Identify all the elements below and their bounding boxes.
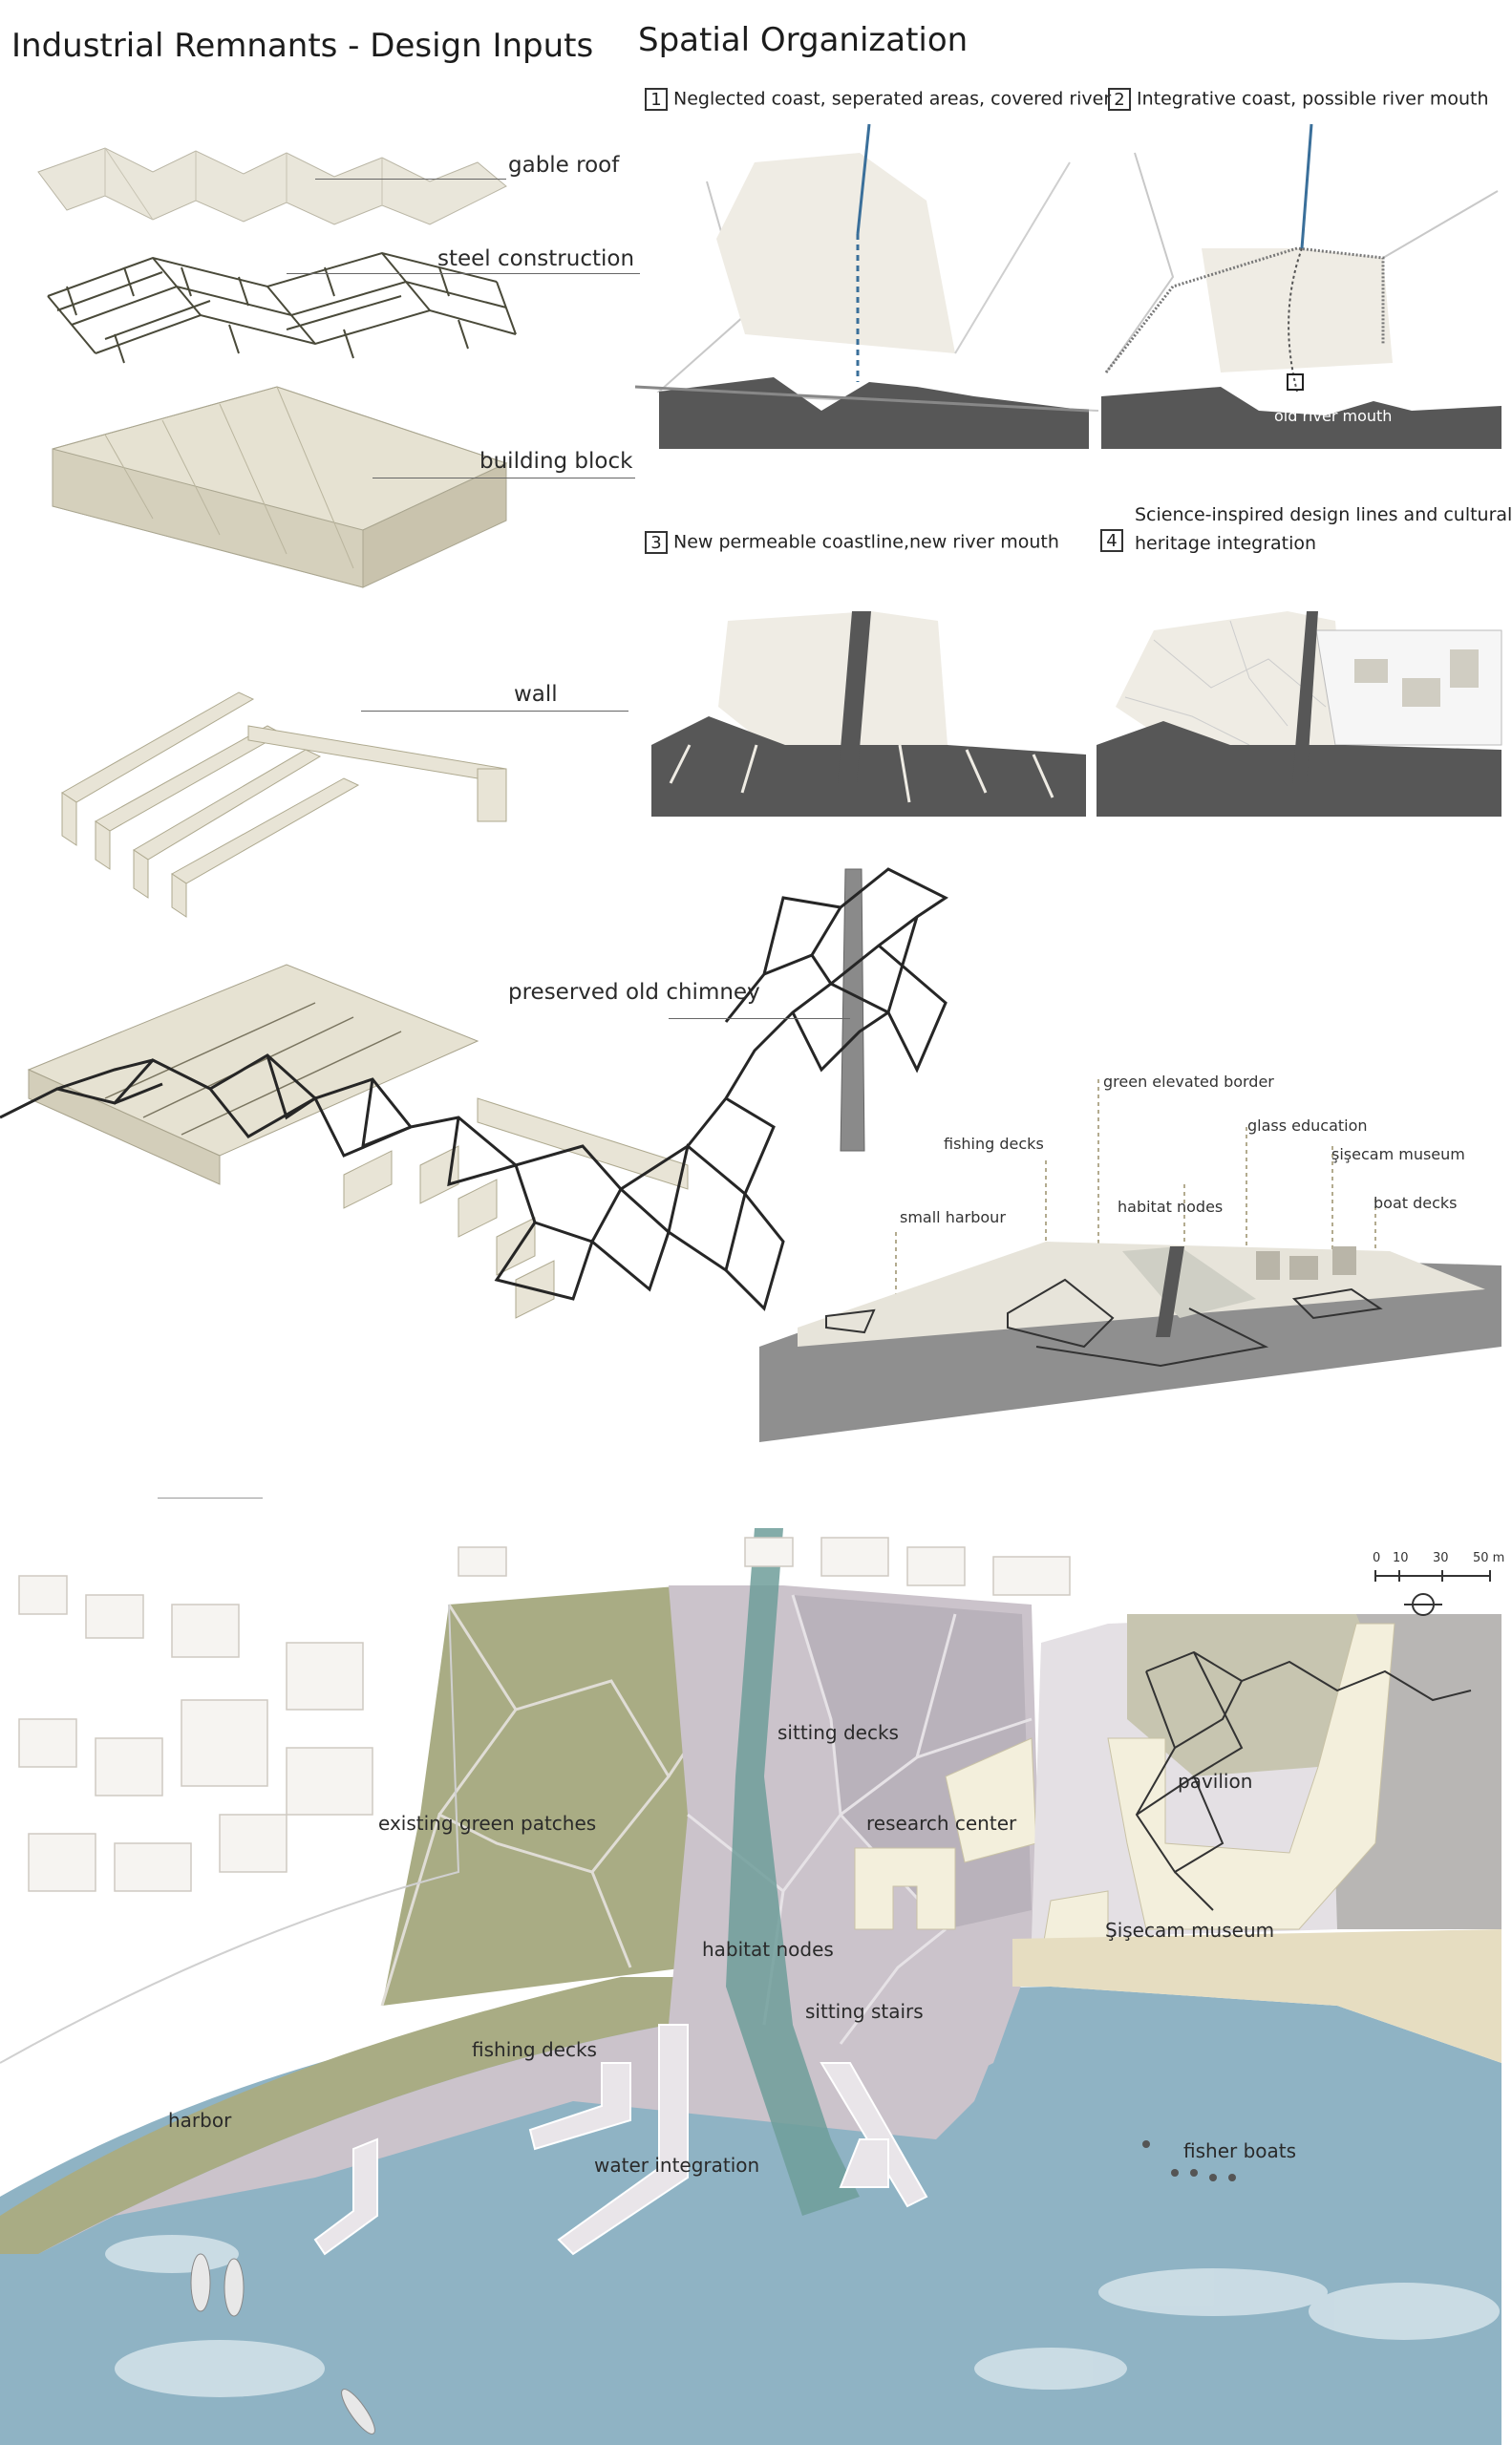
step-2-number: 2: [1108, 88, 1131, 111]
chimney-leader: [669, 1018, 850, 1019]
heading-spatial-organization: Spatial Organization: [638, 21, 969, 59]
divider: [158, 1498, 263, 1499]
chimney-network-drawing: [0, 867, 948, 1319]
label-gable-roof: gable roof: [508, 153, 620, 178]
step-4-number: 4: [1100, 529, 1123, 552]
step-1-number: 1: [645, 88, 668, 111]
step-3-text: New permeable coastline,new river mouth: [673, 531, 1059, 553]
gable-roof-drawing: [37, 147, 507, 225]
plan-label-sitting-decks: sitting decks: [777, 1721, 899, 1744]
axo-label-fishing-decks: fishing decks: [944, 1135, 1044, 1153]
axo-label-boat-decks: boat decks: [1374, 1194, 1458, 1212]
step-4-map: [1097, 611, 1502, 817]
axo-label-glass-education: glass education: [1247, 1116, 1368, 1135]
plan-label-pavilion: pavilion: [1178, 1770, 1253, 1793]
step-4-text-2: heritage integration: [1135, 533, 1317, 554]
scale-10: 10: [1393, 1551, 1409, 1565]
step-2-caption: 2 Integrative coast, possible river mouth: [1108, 88, 1489, 111]
building-block-drawing: [52, 386, 508, 588]
scale-50m: 50 m: [1473, 1551, 1505, 1565]
step-1-text: Neglected coast, seperated areas, covere…: [673, 88, 1112, 110]
heading-design-inputs: Industrial Remnants - Design Inputs: [11, 27, 594, 65]
step-4-caption: 4 Science-inspired design lines and cult…: [1100, 504, 1512, 554]
plan-label-water-integration: water integration: [594, 2154, 760, 2177]
step-2-note: old river mouth: [1274, 407, 1393, 425]
gable-roof-leader: [315, 179, 506, 180]
axo-label-small-harbour: small harbour: [900, 1208, 1006, 1226]
steel-leader: [287, 273, 640, 274]
wall-drawing: [61, 691, 507, 918]
plan-label-green-patches: existing green patches: [378, 1812, 597, 1835]
site-axonometric: [759, 1079, 1501, 1442]
plan-label-harbor: harbor: [168, 2109, 232, 2132]
site-plan: [0, 1528, 1501, 2445]
step-1-map: [634, 123, 1099, 449]
step-3-map: [651, 611, 1086, 817]
label-building-block: building block: [479, 449, 633, 474]
steel-construction-drawing: [47, 251, 517, 364]
axo-label-green-border: green elevated border: [1103, 1073, 1274, 1091]
scale-30: 30: [1433, 1551, 1449, 1565]
plan-label-fishing-decks: fishing decks: [472, 2038, 597, 2061]
plan-label-research-center: research center: [866, 1812, 1017, 1835]
axo-label-habitat-nodes: habitat nodes: [1118, 1198, 1224, 1216]
plan-label-fisher-boats: fisher boats: [1183, 2139, 1297, 2162]
label-steel-construction: steel construction: [437, 246, 635, 271]
scale-0: 0: [1373, 1551, 1381, 1565]
plan-label-habitat-nodes: habitat nodes: [702, 1938, 834, 1961]
label-wall: wall: [514, 682, 558, 707]
plan-label-sitting-stairs: sitting stairs: [805, 2000, 924, 2023]
step-4-text: Science-inspired design lines and cultur…: [1135, 504, 1512, 525]
step-2-map: [1101, 123, 1501, 449]
step-2-text: Integrative coast, possible river mouth: [1137, 88, 1489, 110]
plan-label-museum: Şişecam museum: [1105, 1919, 1275, 1942]
label-preserved-chimney: preserved old chimney: [508, 980, 760, 1005]
step-3-number: 3: [645, 531, 668, 554]
axo-label-museum: şişecam museum: [1331, 1145, 1465, 1163]
wall-leader: [361, 711, 628, 712]
